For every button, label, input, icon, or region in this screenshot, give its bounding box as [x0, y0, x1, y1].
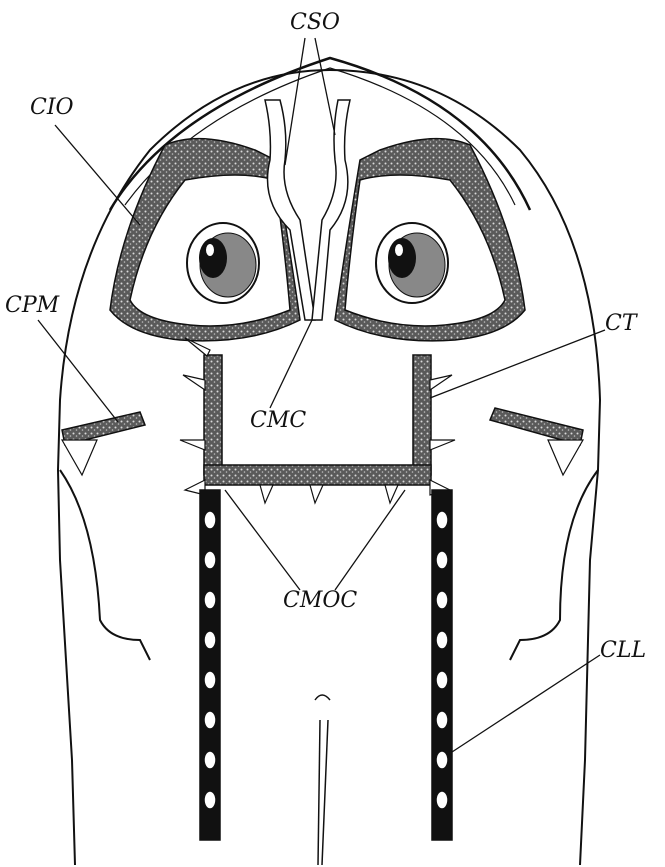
head-outline [58, 58, 600, 865]
label-cpm: CPM [5, 295, 59, 317]
dorsal-spine [315, 695, 330, 865]
right-eye [376, 223, 448, 303]
lateral-line-canals [200, 490, 452, 840]
label-cio: CIO [30, 97, 74, 119]
label-cso: CSO [290, 12, 340, 34]
label-cmoc: CMOC [283, 590, 357, 612]
supraorbital-canal [265, 100, 350, 320]
leader-lines [38, 38, 605, 752]
cranial-canals [62, 355, 583, 485]
left-eye [187, 223, 259, 303]
label-ct: CT [605, 313, 637, 335]
label-cll: CLL [600, 640, 646, 662]
label-cmc: CMC [250, 410, 306, 432]
